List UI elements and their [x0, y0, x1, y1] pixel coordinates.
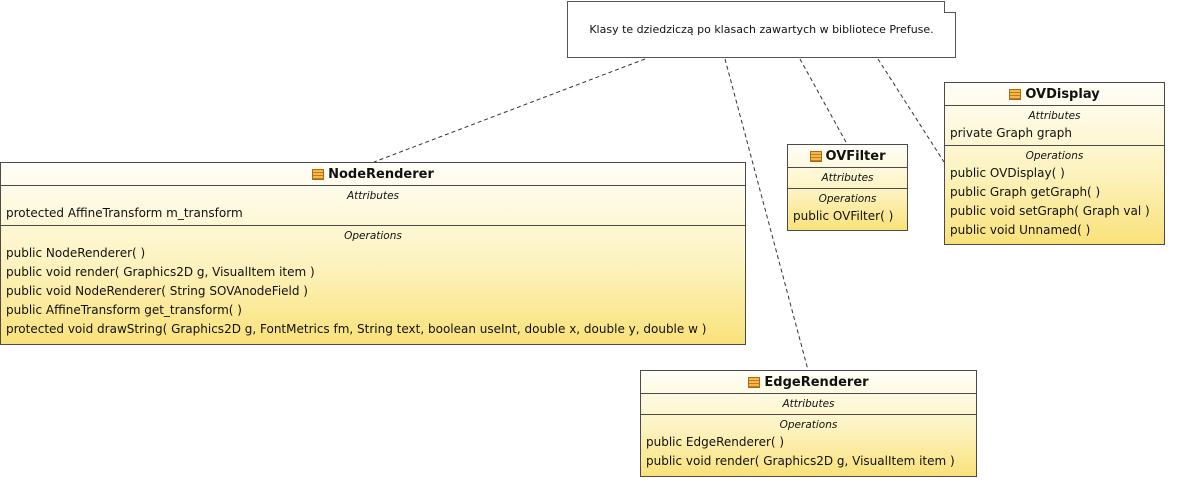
attributes-section: Attributes protected AffineTransform m_t… — [1, 186, 745, 226]
class-edgerenderer[interactable]: EdgeRenderer Attributes Operations publi… — [640, 370, 977, 477]
section-title: Attributes — [1028, 110, 1081, 122]
operation: public AffineTransform get_transform( ) — [6, 303, 242, 317]
section-title: Operations — [818, 193, 877, 205]
operation: public NodeRenderer( ) — [6, 246, 146, 260]
attributes-section: Attributes private Graph graph — [945, 106, 1164, 146]
operation: public EdgeRenderer( ) — [646, 435, 785, 449]
class-ovdisplay[interactable]: OVDisplay Attributes private Graph graph… — [944, 82, 1165, 245]
operation: public OVDisplay( ) — [950, 166, 1065, 180]
attribute: protected AffineTransform m_transform — [6, 206, 243, 220]
note-link-ovfilter — [799, 58, 848, 145]
operations-section: Operations public NodeRenderer( ) public… — [1, 226, 745, 341]
section-title: Attributes — [782, 398, 835, 410]
class-name: NodeRenderer — [328, 166, 434, 182]
attributes-section: Attributes — [641, 394, 976, 415]
class-name: OVDisplay — [1025, 86, 1100, 102]
section-title: Operations — [779, 419, 838, 431]
class-header: NodeRenderer — [1, 163, 745, 186]
operation: public void Unnamed( ) — [950, 223, 1091, 237]
inheritance-note[interactable]: Klasy te dziedziczą po klasach zawartych… — [567, 1, 956, 58]
operation: public OVFilter( ) — [793, 209, 894, 223]
class-header: OVDisplay — [945, 83, 1164, 106]
attribute: private Graph graph — [950, 126, 1072, 140]
operation: public void render( Graphics2D g, Visual… — [6, 265, 315, 279]
operation: public void render( Graphics2D g, Visual… — [646, 454, 955, 468]
class-icon — [312, 168, 325, 180]
note-text: Klasy te dziedziczą po klasach zawartych… — [589, 23, 934, 36]
operations-section: Operations public OVDisplay( ) public Gr… — [945, 146, 1164, 242]
class-icon — [748, 376, 761, 388]
note-link-edgerenderer — [724, 58, 809, 371]
section-title: Operations — [1025, 150, 1084, 162]
class-header: EdgeRenderer — [641, 371, 976, 394]
class-name: EdgeRenderer — [764, 374, 869, 390]
attributes-section: Attributes — [788, 168, 907, 189]
operation: public Graph getGraph( ) — [950, 185, 1101, 199]
note-link-ovdisplay — [877, 58, 945, 163]
class-header: OVFilter — [788, 145, 907, 168]
class-icon — [1009, 88, 1022, 100]
class-icon — [809, 150, 822, 162]
note-fold-corner — [944, 1, 956, 13]
operations-section: Operations public EdgeRenderer( ) public… — [641, 415, 976, 473]
operations-section: Operations public OVFilter( ) — [788, 189, 907, 228]
section-title: Attributes — [346, 190, 400, 202]
section-title: Operations — [344, 230, 402, 242]
class-name: OVFilter — [825, 148, 886, 164]
operation: public void setGraph( Graph val ) — [950, 204, 1150, 218]
note-link-noderenderer — [373, 58, 646, 163]
class-ovfilter[interactable]: OVFilter Attributes Operations public OV… — [787, 144, 908, 231]
class-noderenderer[interactable]: NodeRenderer Attributes protected Affine… — [0, 162, 746, 345]
operation: protected void drawString( Graphics2D g,… — [6, 322, 707, 336]
section-title: Attributes — [821, 172, 874, 184]
operation: public void NodeRenderer( String SOVAnod… — [6, 284, 308, 298]
